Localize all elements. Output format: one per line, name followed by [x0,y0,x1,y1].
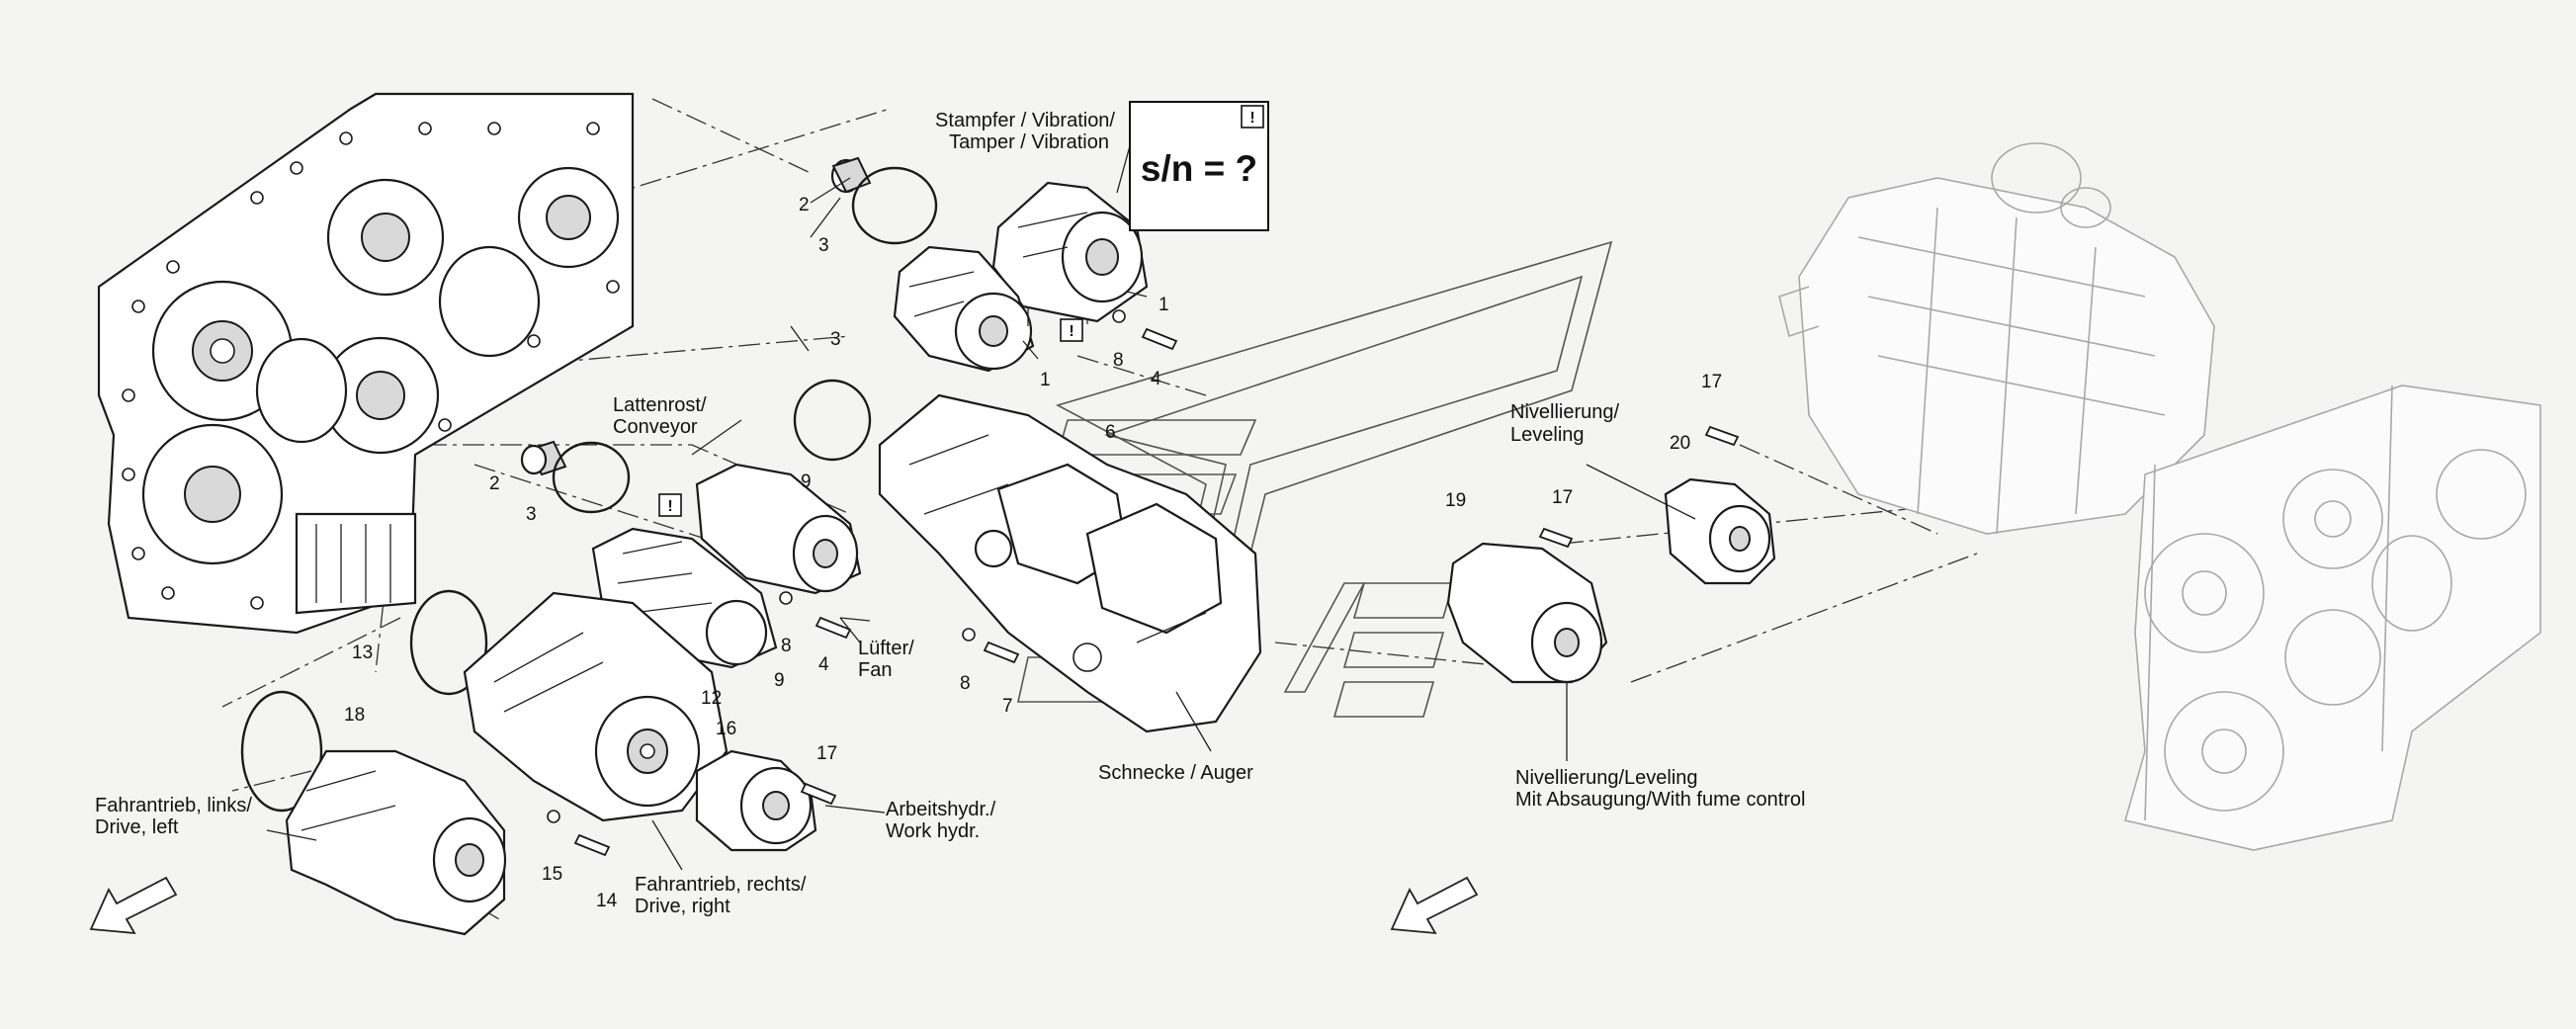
label-drive-left-1: Fahrantrieb, links/ [95,795,252,816]
callout-6: 6 [1105,422,1116,443]
callout-4: 4 [818,654,829,675]
callout-7: 7 [1002,696,1013,717]
label-work-hydraulics-1: Arbeitshydr./ [886,799,996,820]
label-drive-right-1: Fahrantrieb, rechts/ [635,874,807,896]
callout-20: 20 [1670,433,1690,454]
conveyor-pump-right [695,463,862,595]
callout-9: 9 [801,472,812,492]
washer-bolt-auger [962,628,1020,664]
bolt-17-upper [1704,425,1740,447]
callout-4: 4 [1151,369,1161,389]
label-drive-right-2: Drive, right [635,896,730,917]
leader-lines [266,120,1696,871]
o-ring-lower-left [240,690,323,813]
label-leveling-fume-2: Mit Absaugung/With fume control [1515,789,1805,811]
warning-icon [1241,105,1264,129]
callout-3: 3 [830,329,841,350]
callout-8: 8 [1113,350,1124,371]
bolt-17-lower [800,782,837,806]
washer-bolt-fan [779,591,852,640]
callout-12: 12 [701,688,722,709]
label-auger: Schnecke / Auger [1098,762,1253,784]
label-work-hydraulics-2: Work hydr. [886,820,980,842]
label-tamper-vibration-2: Tamper / Vibration [949,131,1109,153]
label-leveling-2: Leveling [1510,424,1585,446]
callout-1: 1 [1040,370,1051,390]
drive-right-pump [463,591,729,822]
label-leveling-fume-1: Nivellierung/Leveling [1515,767,1698,789]
callout-19: 19 [1445,490,1466,511]
callout-8: 8 [781,636,792,656]
callout-15: 15 [542,864,562,885]
callout-8: 8 [960,673,971,694]
label-conveyor-1: Lattenrost/ [613,394,707,416]
warning-icon-conveyor: ! [658,493,682,517]
bolt-17-middle [1538,527,1574,549]
serial-number-text: s/n = ? [1141,148,1257,189]
callout-18: 18 [344,705,365,726]
callout-1: 1 [1159,295,1169,315]
svg-text:!: ! [1069,323,1073,340]
label-leveling-1: Nivellierung/ [1510,401,1619,423]
label-fan-2: Fan [858,659,892,681]
engine-gearbox-ghost [2123,385,2541,851]
label-drive-left-2: Drive, left [95,816,179,838]
label-fan-1: Lüfter/ [858,638,914,659]
direction-arrow-icon [89,876,178,935]
info-box-warning-icon: ! [1249,110,1254,127]
callout-3: 3 [818,235,829,256]
callout-2: 2 [799,195,810,215]
callout-3: 3 [526,504,537,525]
tamper-vibration-pump-lower [893,245,1035,373]
callout-17: 17 [1701,372,1722,392]
serial-number-info-box: ! s/n = ? [1129,101,1269,231]
washer-bolt-drive [547,810,611,857]
warning-icon-tamper: ! [1060,318,1083,342]
label-tamper-vibration-1: Stampfer / Vibration/ [935,110,1115,131]
svg-text:!: ! [667,498,672,515]
o-ring-middle [552,441,631,514]
o-ring-center [793,379,872,462]
direction-arrow-icon [1390,876,1479,935]
callout-17: 17 [816,743,837,764]
tamper-vibration-pump-upper [991,181,1149,323]
callout-17: 17 [1552,487,1573,508]
coupling-sleeve-upper [830,156,872,194]
washer-bolt-upper [1112,309,1178,351]
pump-gearbox-housing [97,92,635,635]
callout-14: 14 [596,891,618,911]
auger-pump [878,393,1262,733]
drive-left-pump [285,749,507,936]
callout-9: 9 [774,670,785,691]
o-ring-upper [851,166,938,245]
o-ring-13 [409,589,488,696]
label-conveyor-2: Conveyor [613,416,698,438]
callout-13: 13 [352,643,373,663]
callout-16: 16 [716,719,736,739]
callout-2: 2 [489,473,500,494]
engine-block-ghost [1778,142,2215,535]
leveling-pump-fume-control [1446,542,1608,684]
leveling-pump [1664,477,1776,585]
work-hydraulics-pump [695,749,817,852]
